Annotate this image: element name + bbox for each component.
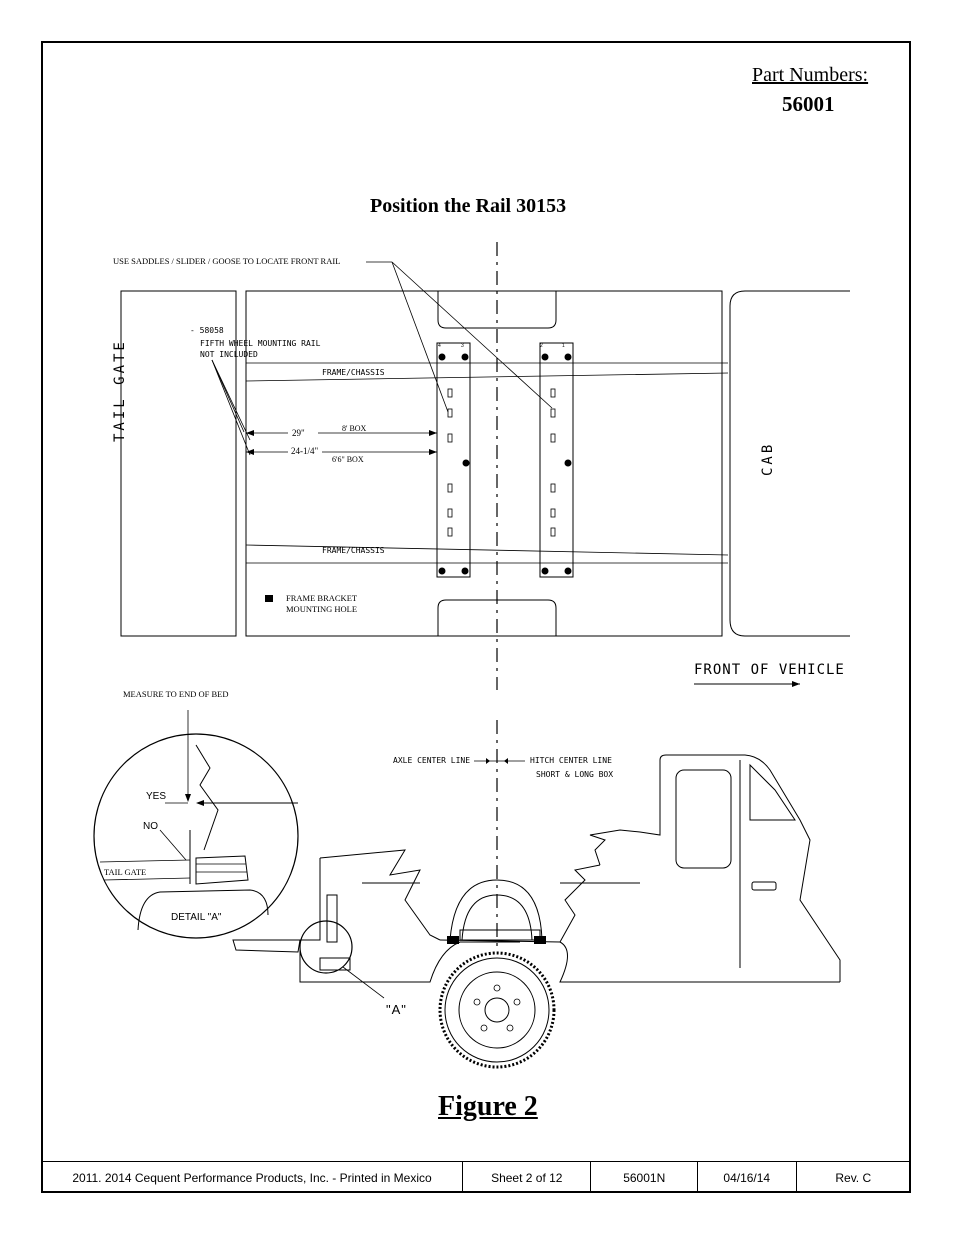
callout-a-label: "A" [386,1002,407,1017]
page-border [41,41,911,1193]
footer-copyright: 2011. 2014 Cequent Performance Products,… [42,1162,464,1193]
rail-part-number: - 58058 [190,326,224,335]
front-rail [539,342,574,578]
axle-center-line-label: AXLE CENTER LINE [393,756,471,765]
yes-label: YES [146,791,167,802]
wheel [438,951,556,1069]
part-numbers-label: Part Numbers: [752,64,869,86]
truck-side-view [232,754,841,983]
front-of-vehicle-label: FRONT OF VEHICLE [694,662,845,678]
saddles-note: USE SADDLES / SLIDER / GOOSE TO LOCATE F… [113,256,341,266]
legend-line2: MOUNTING HOLE [286,604,358,614]
tail-gate-label: TAIL GATE [112,339,128,442]
part-number: 56001 [782,92,835,116]
frame-label-bottom: FRAME/CHASSIS [322,546,385,555]
figure-caption: Figure 2 [438,1091,538,1122]
measure-note: MEASURE TO END OF BED [123,689,229,699]
detail-a-circle [93,733,299,939]
box-8-label: 8' BOX [342,424,367,433]
dim-29: 29" [292,428,305,438]
truck-bed-outline [245,290,723,637]
frame-label-top: FRAME/CHASSIS [322,368,385,377]
footer-sheet: Sheet 2 of 12 [463,1162,592,1193]
rail-desc-line1: FIFTH WHEEL MOUNTING RAIL [200,339,321,348]
rail-pin-label-4: 4 [438,343,441,349]
tail-gate-box [120,290,237,637]
no-label: NO [143,821,158,832]
short-long-box-label: SHORT & LONG BOX [536,770,614,779]
footer-date: 04/16/14 [698,1162,797,1193]
mounting-hole-legend-swatch [265,595,273,602]
cab-outline [729,290,850,637]
callout-a-circle [299,920,353,974]
rear-rail [436,342,471,578]
rail-pin-label-2: 2 [540,343,543,349]
rail-desc-line2: NOT INCLUDED [200,350,258,359]
hitch-center-line-label: HITCH CENTER LINE [530,756,612,765]
footer-table: 2011. 2014 Cequent Performance Products,… [42,1161,910,1193]
footer-rev: Rev. C [835,1170,872,1185]
rail-pin-label-3: 3 [461,343,464,349]
footer-doc-number: 56001N [591,1162,698,1193]
legend-line1: FRAME BRACKET [286,593,358,603]
rail-pin-label-1: 1 [562,343,565,349]
wheel-well-top [437,291,557,329]
cab-label: CAB [760,441,776,476]
box-66-label: 6'6" BOX [332,455,364,464]
dim-24: 24-1/4" [291,446,319,456]
detail-tail-gate-label: TAIL GATE [104,867,147,877]
section-title: Position the Rail 30153 [370,195,567,217]
detail-a-label: DETAIL "A" [171,912,222,923]
